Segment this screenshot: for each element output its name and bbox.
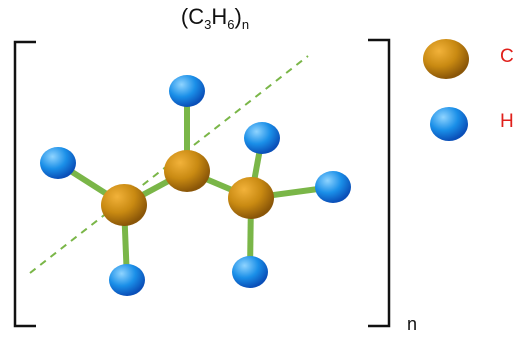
carbon-atom-center xyxy=(164,150,210,192)
right-bracket xyxy=(368,38,391,328)
repeat-unit-n: n xyxy=(407,314,418,334)
formula-open: (C xyxy=(180,4,205,29)
formula-sub-n: n xyxy=(241,17,250,32)
hydrogen-atom-right xyxy=(315,171,351,203)
legend-carbon-label: C xyxy=(500,46,514,67)
formula-close: ) xyxy=(234,4,242,29)
mirror-plane-dashed-line xyxy=(29,55,309,274)
hydrogen-atom-bottom-right xyxy=(232,256,268,288)
hydrogen-atom-top xyxy=(169,75,205,107)
legend-hydrogen-label: H xyxy=(500,111,514,132)
formula-title: (C3H6)n xyxy=(150,4,280,32)
carbon-atom-right xyxy=(228,177,274,219)
hydrogen-atom-left xyxy=(40,147,76,179)
formula-sub-h: 6 xyxy=(227,17,235,32)
formula-sub-c: 3 xyxy=(204,17,212,32)
left-bracket xyxy=(13,40,36,328)
hydrogen-atom-upper-right xyxy=(244,122,280,154)
carbon-atom-left xyxy=(101,184,147,226)
legend-hydrogen-marker xyxy=(430,107,468,141)
hydrogen-atom-bottom-left xyxy=(109,264,145,296)
formula-h: H xyxy=(211,4,228,29)
legend-carbon-marker xyxy=(423,39,469,79)
